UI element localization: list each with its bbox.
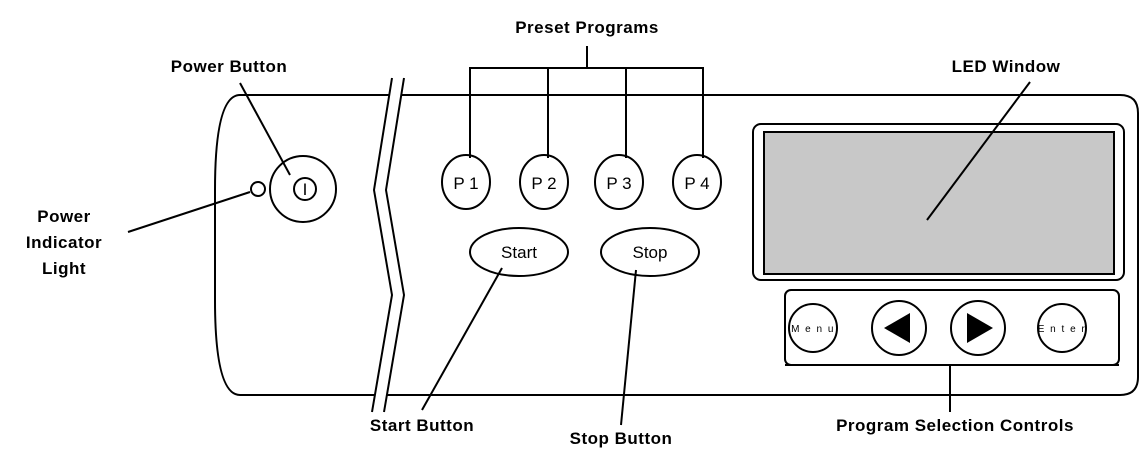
left-arrow-button[interactable] bbox=[871, 300, 927, 356]
label-power-indicator-1: Power bbox=[37, 207, 91, 226]
right-triangle-icon bbox=[967, 313, 993, 343]
stop-button[interactable]: Stop bbox=[600, 227, 700, 277]
leader-start-button bbox=[421, 267, 503, 411]
label-led-window: LED Window bbox=[952, 57, 1061, 76]
preset-button-p4[interactable]: P 4 bbox=[672, 154, 722, 210]
label-power-indicator-3: Light bbox=[42, 259, 86, 278]
power-indicator-light bbox=[250, 181, 266, 197]
panel-break bbox=[372, 78, 404, 412]
label-start-button: Start Button bbox=[370, 416, 474, 435]
panel-break-right-line bbox=[383, 77, 406, 413]
preset-button-p3[interactable]: P 3 bbox=[594, 154, 644, 210]
preset-label-p2: P 2 bbox=[531, 174, 556, 193]
menu-button[interactable]: M e n u bbox=[788, 303, 838, 353]
leader-stop-button bbox=[620, 269, 637, 426]
panel-break-left-line bbox=[371, 77, 394, 413]
leader-led-window bbox=[926, 81, 1031, 221]
start-button[interactable]: Start bbox=[469, 227, 569, 277]
label-preset-programs: Preset Programs bbox=[515, 18, 659, 37]
menu-button-label: M e n u bbox=[791, 324, 835, 335]
power-symbol-ring bbox=[293, 177, 317, 201]
panel-body bbox=[214, 94, 1139, 396]
preset-button-p2[interactable]: P 2 bbox=[519, 154, 569, 210]
right-arrow-button[interactable] bbox=[950, 300, 1006, 356]
left-triangle-icon bbox=[884, 313, 910, 343]
leader-program-controls bbox=[785, 364, 1119, 412]
preset-label-p3: P 3 bbox=[606, 174, 631, 193]
label-power-button: Power Button bbox=[171, 57, 288, 76]
preset-button-p1[interactable]: P 1 bbox=[441, 154, 491, 210]
label-program-selection-controls: Program Selection Controls bbox=[836, 416, 1074, 435]
leader-power-indicator bbox=[127, 191, 251, 233]
power-symbol-label: I bbox=[303, 180, 308, 199]
leader-power-button bbox=[239, 82, 291, 176]
leader-preset-bracket bbox=[469, 46, 704, 80]
start-button-label: Start bbox=[501, 243, 537, 262]
label-power-indicator-2: Indicator bbox=[26, 233, 102, 252]
enter-button[interactable]: E n t e r bbox=[1037, 303, 1087, 353]
preset-label-p4: P 4 bbox=[684, 174, 709, 193]
label-stop-button: Stop Button bbox=[570, 429, 673, 448]
preset-label-p1: P 1 bbox=[453, 174, 478, 193]
enter-button-label: E n t e r bbox=[1038, 324, 1087, 335]
power-button[interactable] bbox=[269, 155, 337, 223]
stop-button-label: Stop bbox=[633, 243, 668, 262]
